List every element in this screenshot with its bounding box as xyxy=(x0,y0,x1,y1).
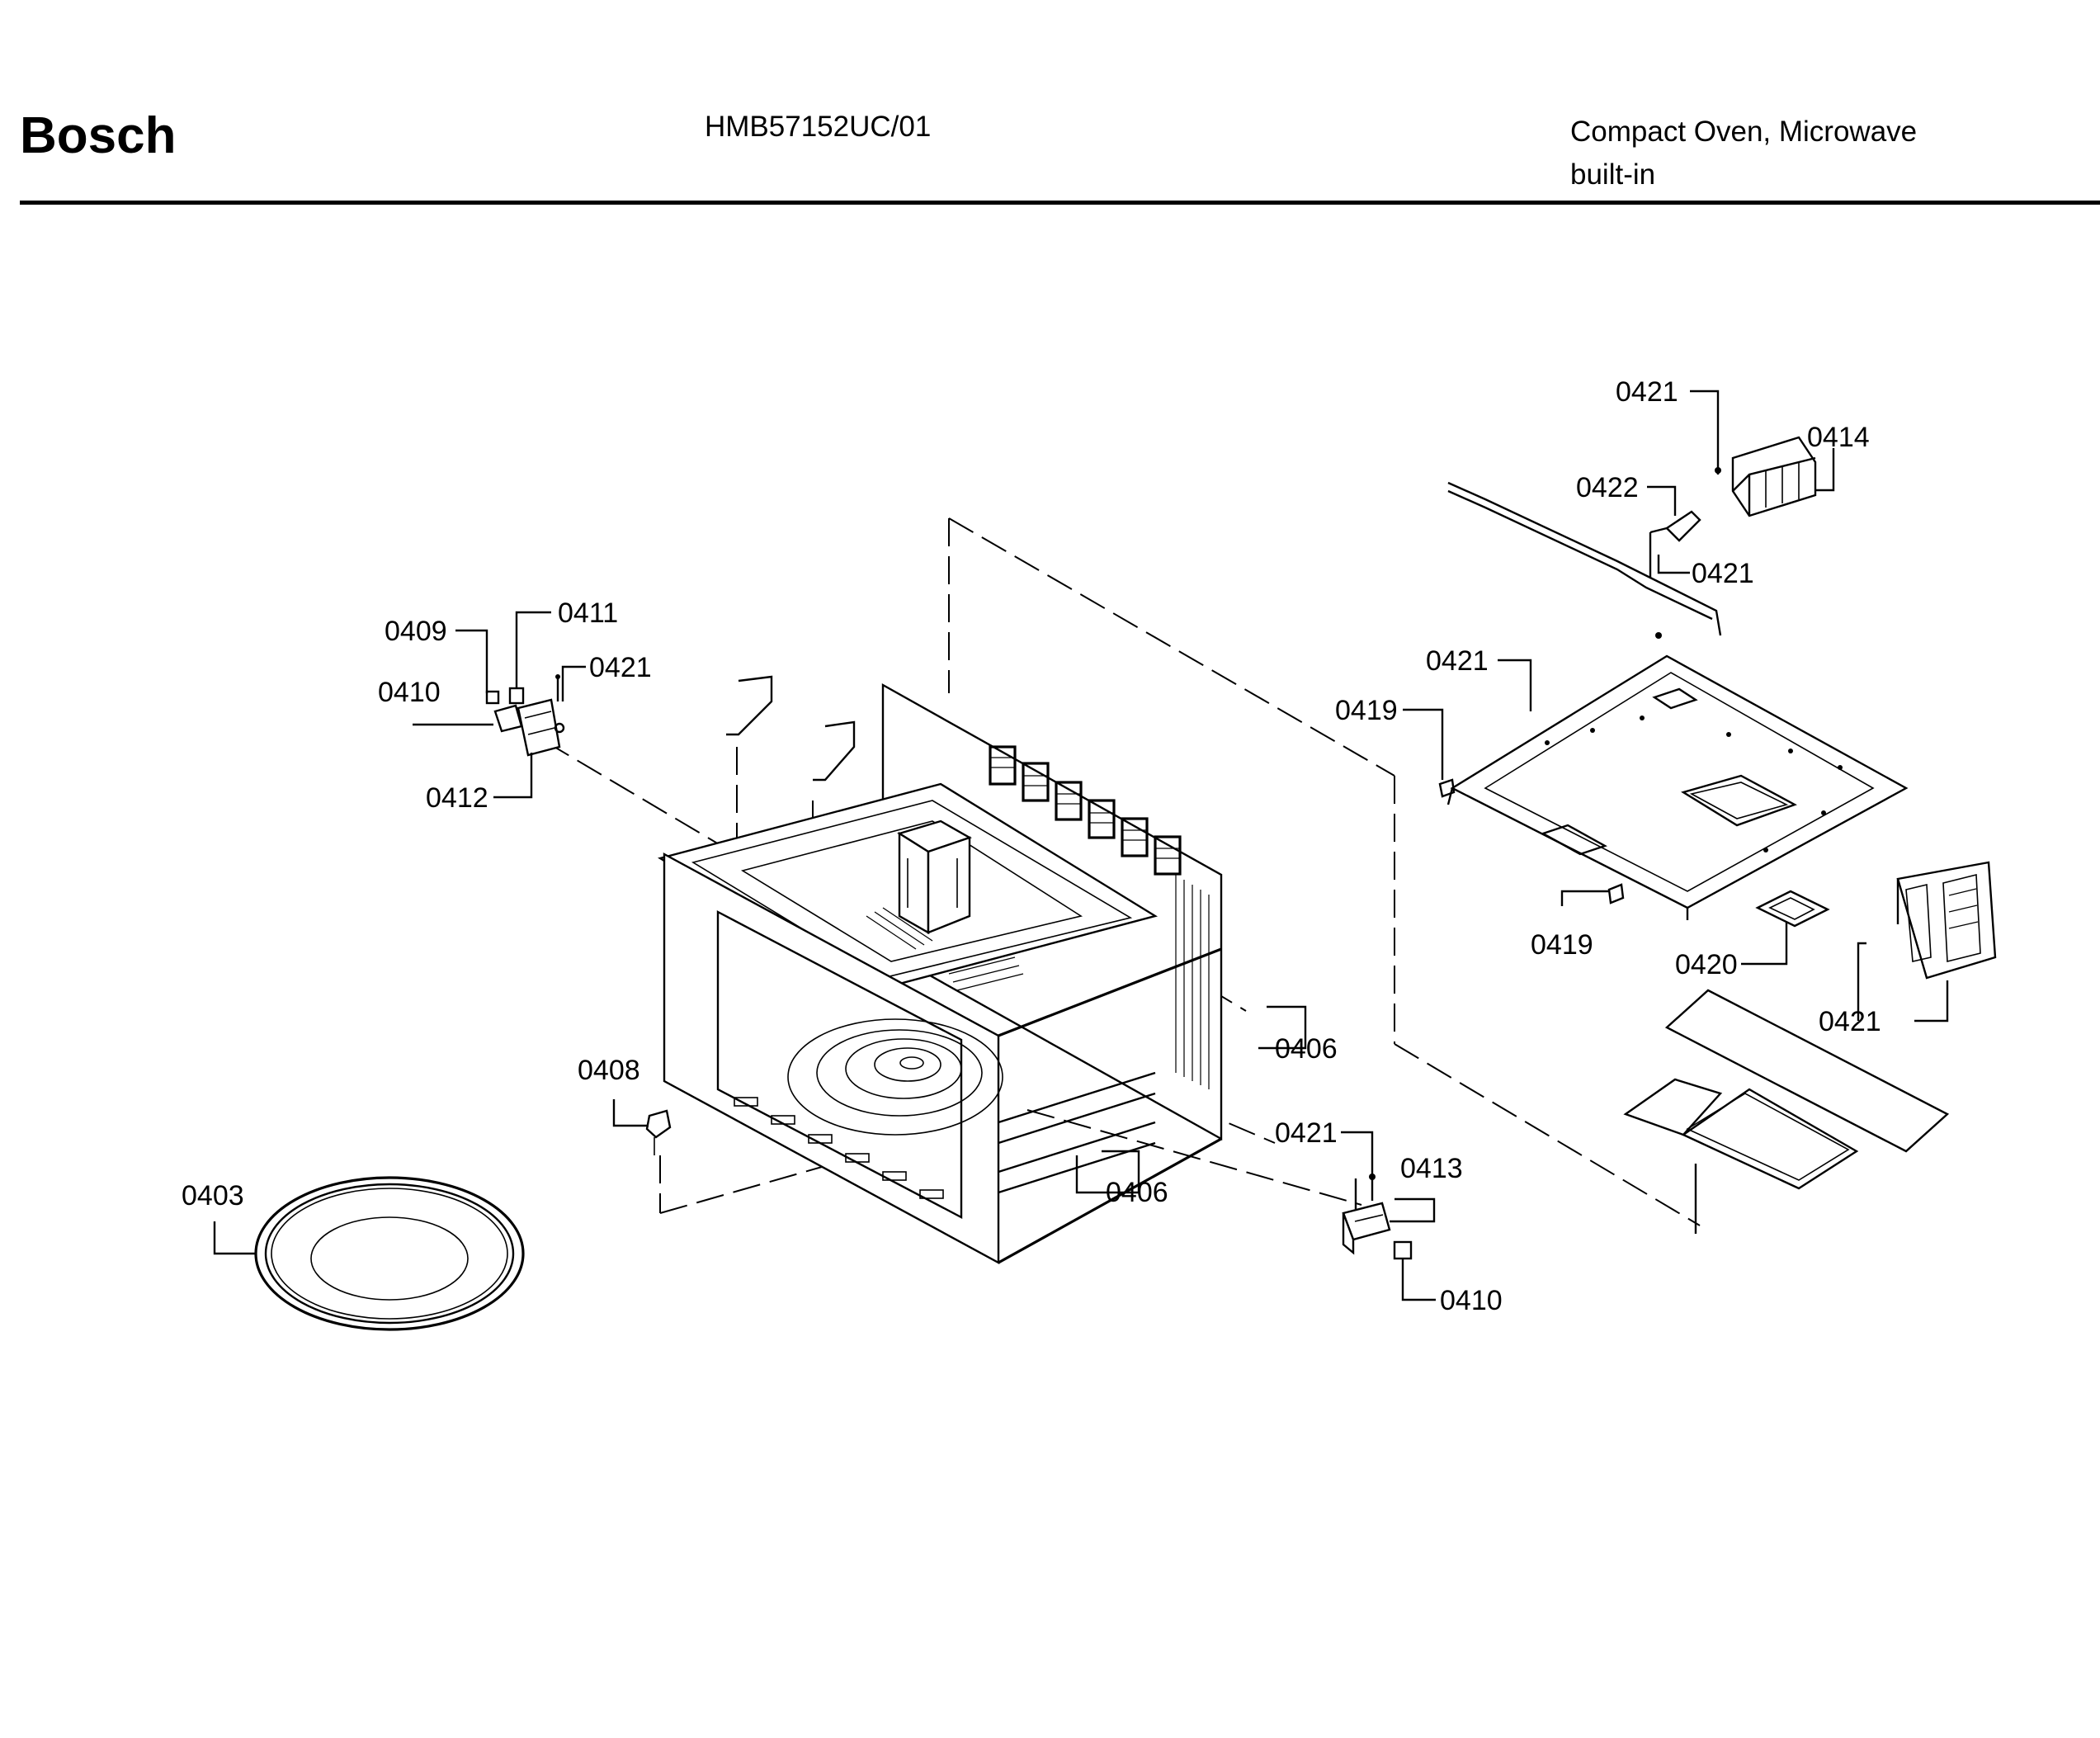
front-bottom-slots xyxy=(734,1097,944,1199)
cavity-floor-rings xyxy=(787,1018,1003,1136)
callout-0421-right-switch: 0421 xyxy=(1275,1117,1338,1149)
terminal-block xyxy=(1715,436,1817,517)
callout-leaders xyxy=(213,390,1949,1301)
top-cover-plate xyxy=(1446,632,1909,920)
callout-0414: 0414 xyxy=(1807,422,1870,453)
callout-0411: 0411 xyxy=(558,597,618,629)
callout-0413: 0413 xyxy=(1400,1153,1463,1184)
product-description-line2: built-in xyxy=(1570,158,1656,191)
callout-0419-upper: 0419 xyxy=(1335,695,1398,726)
callout-0421-top: 0421 xyxy=(1616,376,1678,408)
product-description: Compact Oven, Microwave built-in xyxy=(1570,111,1917,196)
callout-0421-left-switch: 0421 xyxy=(589,652,652,683)
callout-0410-right: 0410 xyxy=(1440,1285,1503,1316)
top-mounting-strip xyxy=(1447,481,1722,636)
insulation-pad xyxy=(1755,890,1830,928)
back-vent-slots xyxy=(989,745,1182,876)
brand-name: Bosch xyxy=(20,107,177,164)
side-cover-panel xyxy=(1896,861,1997,980)
header-rule xyxy=(20,201,2100,205)
right-door-switch-assembly xyxy=(1342,1157,1413,1260)
callout-0419-lower: 0419 xyxy=(1531,929,1593,961)
callout-0408: 0408 xyxy=(578,1055,640,1086)
callout-0410-left: 0410 xyxy=(378,677,441,708)
callout-0406-lower: 0406 xyxy=(1106,1177,1168,1208)
callout-0422: 0422 xyxy=(1576,472,1639,503)
callout-0409: 0409 xyxy=(385,616,447,647)
callout-labels: 0403 0406 0406 0408 0409 0410 0410 0411 … xyxy=(182,376,1881,1316)
callout-0403: 0403 xyxy=(182,1180,244,1211)
oven-cavity xyxy=(657,675,1223,1265)
model-number: HMB57152UC/01 xyxy=(705,111,932,143)
magnetron xyxy=(897,819,972,935)
waveguide-hatch xyxy=(866,907,1024,991)
callout-0420: 0420 xyxy=(1675,949,1738,980)
floor-plates xyxy=(1623,989,1950,1190)
callout-0406-upper: 0406 xyxy=(1275,1033,1338,1065)
product-description-line1: Compact Oven, Microwave xyxy=(1570,116,1918,148)
callout-0421-plate: 0421 xyxy=(1426,645,1489,677)
roller-coupler xyxy=(645,1109,672,1155)
callout-0421-lamp: 0421 xyxy=(1692,558,1754,589)
left-door-switch-assembly xyxy=(485,674,565,757)
callout-0412: 0412 xyxy=(426,782,488,814)
lamp-socket xyxy=(1649,510,1701,578)
side-perforation xyxy=(1175,875,1210,1089)
callout-0421-side-panel: 0421 xyxy=(1819,1006,1881,1037)
turntable-glass xyxy=(254,1176,525,1331)
retaining-clips xyxy=(1438,778,1625,904)
